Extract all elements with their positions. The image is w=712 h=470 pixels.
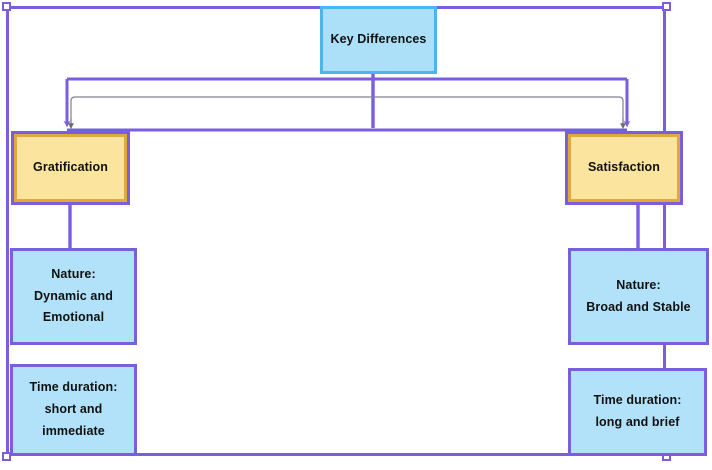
node-left-nature[interactable]: Nature: Dynamic and Emotional: [10, 248, 137, 345]
node-left-nature-line-2: Dynamic and: [34, 288, 113, 303]
node-right-nature-line-2: Broad and Stable: [586, 299, 691, 314]
node-right-time-line-1: Time duration:: [593, 393, 682, 408]
node-left-nature-line-1: Nature:: [51, 266, 96, 281]
node-right-nature[interactable]: Nature: Broad and Stable: [568, 248, 709, 345]
node-left-time-line-2: short and: [44, 402, 103, 417]
node-right-nature-line-1: Nature:: [616, 277, 661, 292]
node-left-time-duration[interactable]: Time duration: short and immediate: [10, 364, 137, 456]
node-key-differences-label: Key Differences: [330, 32, 427, 47]
node-left-time-line-1: Time duration:: [29, 380, 118, 395]
node-satisfaction-label: Satisfaction: [587, 160, 661, 175]
resize-handle-top-left[interactable]: [2, 2, 11, 11]
resize-handle-top-right[interactable]: [662, 2, 671, 11]
node-left-time-line-3: immediate: [42, 423, 105, 438]
node-right-time-duration[interactable]: Time duration: long and brief: [568, 368, 707, 456]
node-right-time-line-2: long and brief: [595, 415, 680, 429]
node-left-nature-line-3: Emotional: [42, 310, 105, 325]
node-gratification-label: Gratification: [33, 160, 108, 175]
resize-handle-bottom-left[interactable]: [2, 452, 11, 461]
node-key-differences[interactable]: Key Differences: [320, 6, 437, 74]
node-gratification[interactable]: Gratification: [11, 131, 130, 205]
node-satisfaction[interactable]: Satisfaction: [565, 131, 683, 205]
